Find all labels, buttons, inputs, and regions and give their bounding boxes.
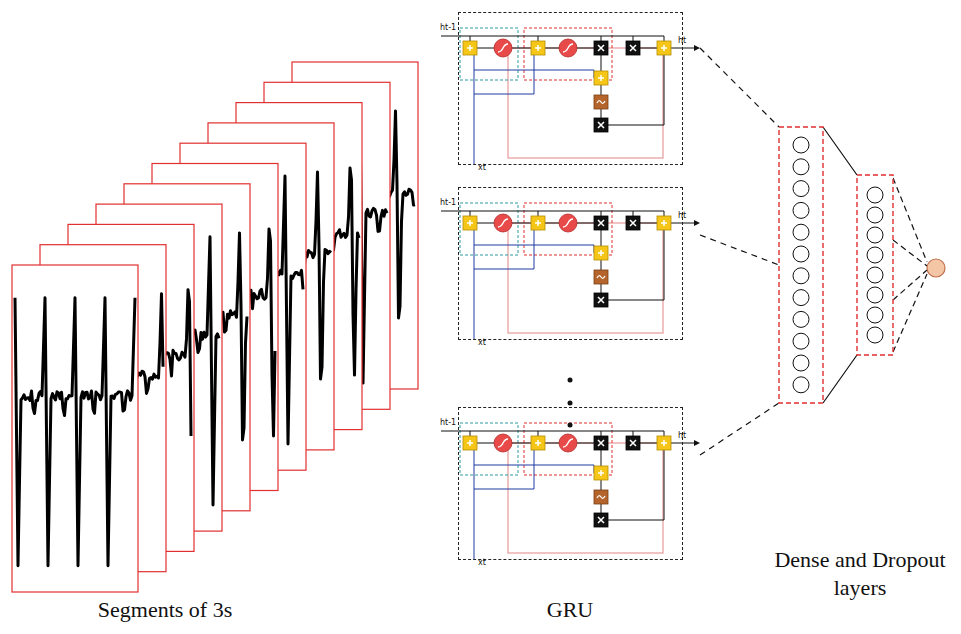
- caption: GRU: [510, 596, 630, 624]
- signal-name: ht: [678, 37, 686, 45]
- signal-segment: [12, 265, 138, 592]
- signal-name: ht: [678, 212, 686, 220]
- signal-name: xt: [478, 339, 486, 347]
- signal-name: xt: [478, 559, 486, 567]
- output-neuron: [927, 259, 945, 277]
- gru-cell-graphic: [441, 28, 700, 164]
- gru-cell: ht-1htxt: [458, 187, 683, 340]
- ellipsis-dot: [568, 401, 573, 406]
- caption: Dense and Dropout layers: [773, 546, 948, 601]
- ellipsis-dot: [568, 378, 573, 383]
- signal-name: xt: [478, 164, 486, 172]
- signal-name: ht-1: [440, 199, 456, 207]
- dense-layers: [700, 48, 945, 455]
- gru-cell-graphic: [441, 203, 700, 339]
- signal-name: ht: [678, 432, 686, 440]
- gru-cell: ht-1htxt: [458, 407, 683, 560]
- ellipsis-dot: [568, 423, 573, 428]
- caption: Segments of 3s: [35, 596, 295, 624]
- gru-cell: ht-1htxt: [458, 12, 683, 165]
- gru-cell-graphic: [441, 423, 700, 559]
- signal-name: ht-1: [440, 419, 456, 427]
- signal-name: ht-1: [440, 24, 456, 32]
